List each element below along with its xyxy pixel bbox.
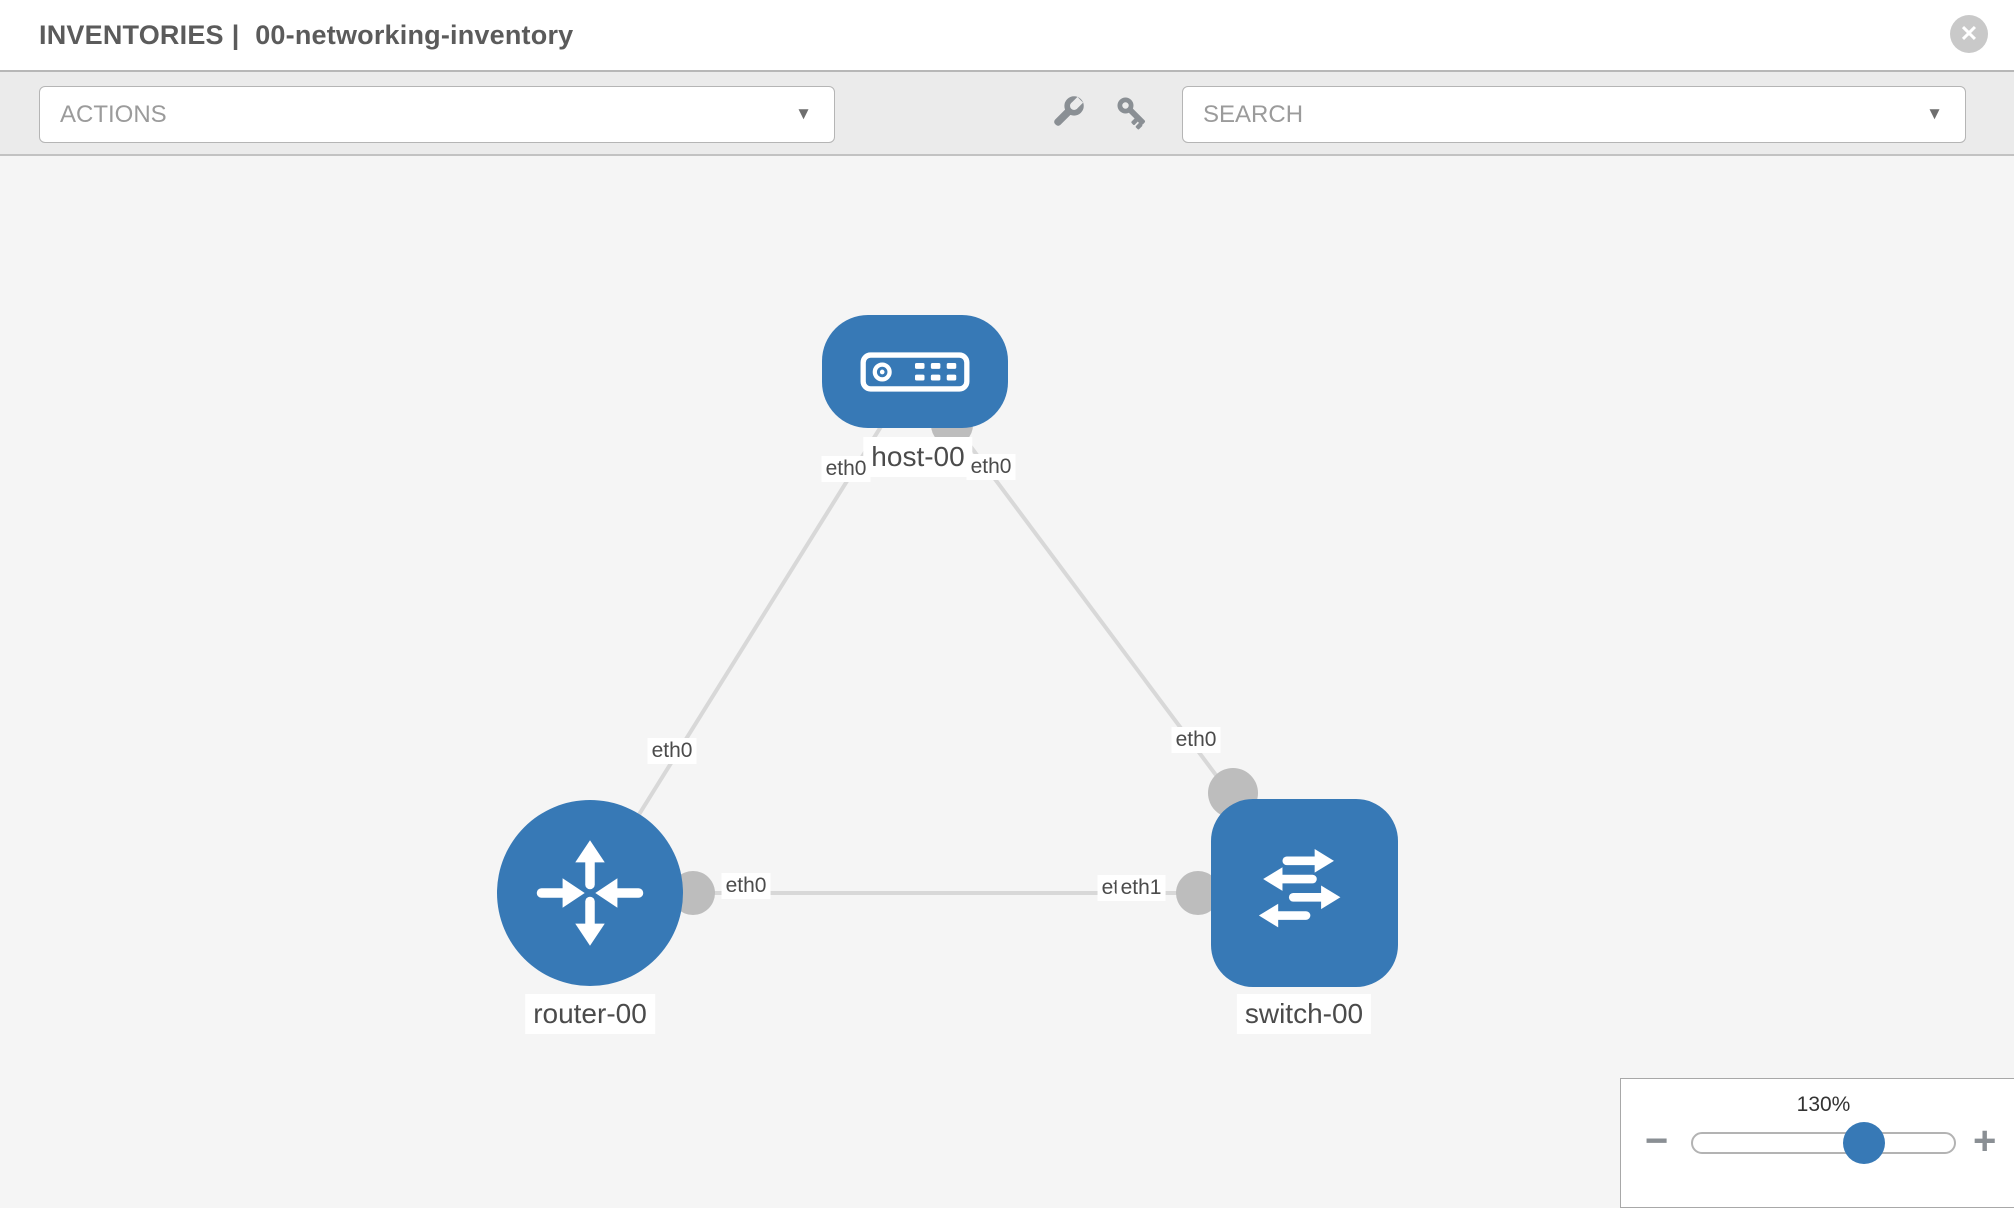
node-label-host: host-00	[863, 437, 973, 477]
breadcrumb-header: INVENTORIES| 00-networking-inventory ✕	[0, 0, 2014, 72]
interface-label: eth0	[821, 456, 871, 482]
search-dropdown[interactable]: SEARCH ▼	[1182, 86, 1966, 143]
wrench-icon	[1054, 96, 1084, 126]
switch-icon	[1258, 849, 1340, 928]
node-router-00[interactable]	[497, 800, 683, 986]
interface-label: eth0	[966, 454, 1016, 480]
credentials-button[interactable]	[1107, 87, 1159, 139]
interface-label: eth0	[647, 738, 697, 764]
interface-label: eth0	[1171, 727, 1221, 753]
page-title-separator: |	[231, 20, 240, 50]
interface-label: eth0	[721, 873, 771, 899]
host-icon	[860, 351, 970, 392]
page-title-section: INVENTORIES	[39, 20, 224, 50]
close-button[interactable]: ✕	[1950, 15, 1988, 53]
zoom-slider-handle[interactable]	[1843, 1122, 1885, 1164]
key-icon	[1117, 97, 1145, 130]
zoom-level: 130%	[1796, 1093, 1851, 1116]
chevron-down-icon: ▼	[795, 104, 812, 123]
node-label-router: router-00	[525, 994, 655, 1034]
toolbar: ACTIONS ▼ SEARCH ▼	[0, 72, 2014, 156]
zoom-out-button[interactable]: −	[1645, 1119, 1669, 1163]
node-host-00[interactable]	[822, 315, 1008, 428]
close-icon: ✕	[1959, 21, 1979, 46]
topology-canvas[interactable]: host-00 router-00 switch-00 eth0 eth0 et…	[0, 156, 2014, 1208]
node-switch-00[interactable]	[1211, 799, 1398, 987]
zoom-slider-track[interactable]	[1691, 1132, 1956, 1154]
page-title: INVENTORIES| 00-networking-inventory	[39, 20, 581, 51]
router-icon	[536, 840, 644, 946]
actions-dropdown-label: ACTIONS	[60, 101, 167, 128]
configure-button[interactable]	[1041, 87, 1093, 139]
interface-connector[interactable]	[1176, 871, 1220, 915]
topology-edges-layer	[588, 370, 1306, 915]
interface-label: eth1	[1116, 875, 1166, 901]
zoom-panel: 130% − +	[1620, 1078, 2014, 1208]
node-label-switch: switch-00	[1236, 994, 1372, 1034]
inventory-name: 00-networking-inventory	[255, 20, 574, 50]
actions-dropdown[interactable]: ACTIONS ▼	[39, 86, 835, 143]
search-dropdown-label: SEARCH	[1203, 101, 1304, 128]
chevron-down-icon: ▼	[1926, 104, 1943, 123]
zoom-in-button[interactable]: +	[1973, 1119, 1997, 1163]
